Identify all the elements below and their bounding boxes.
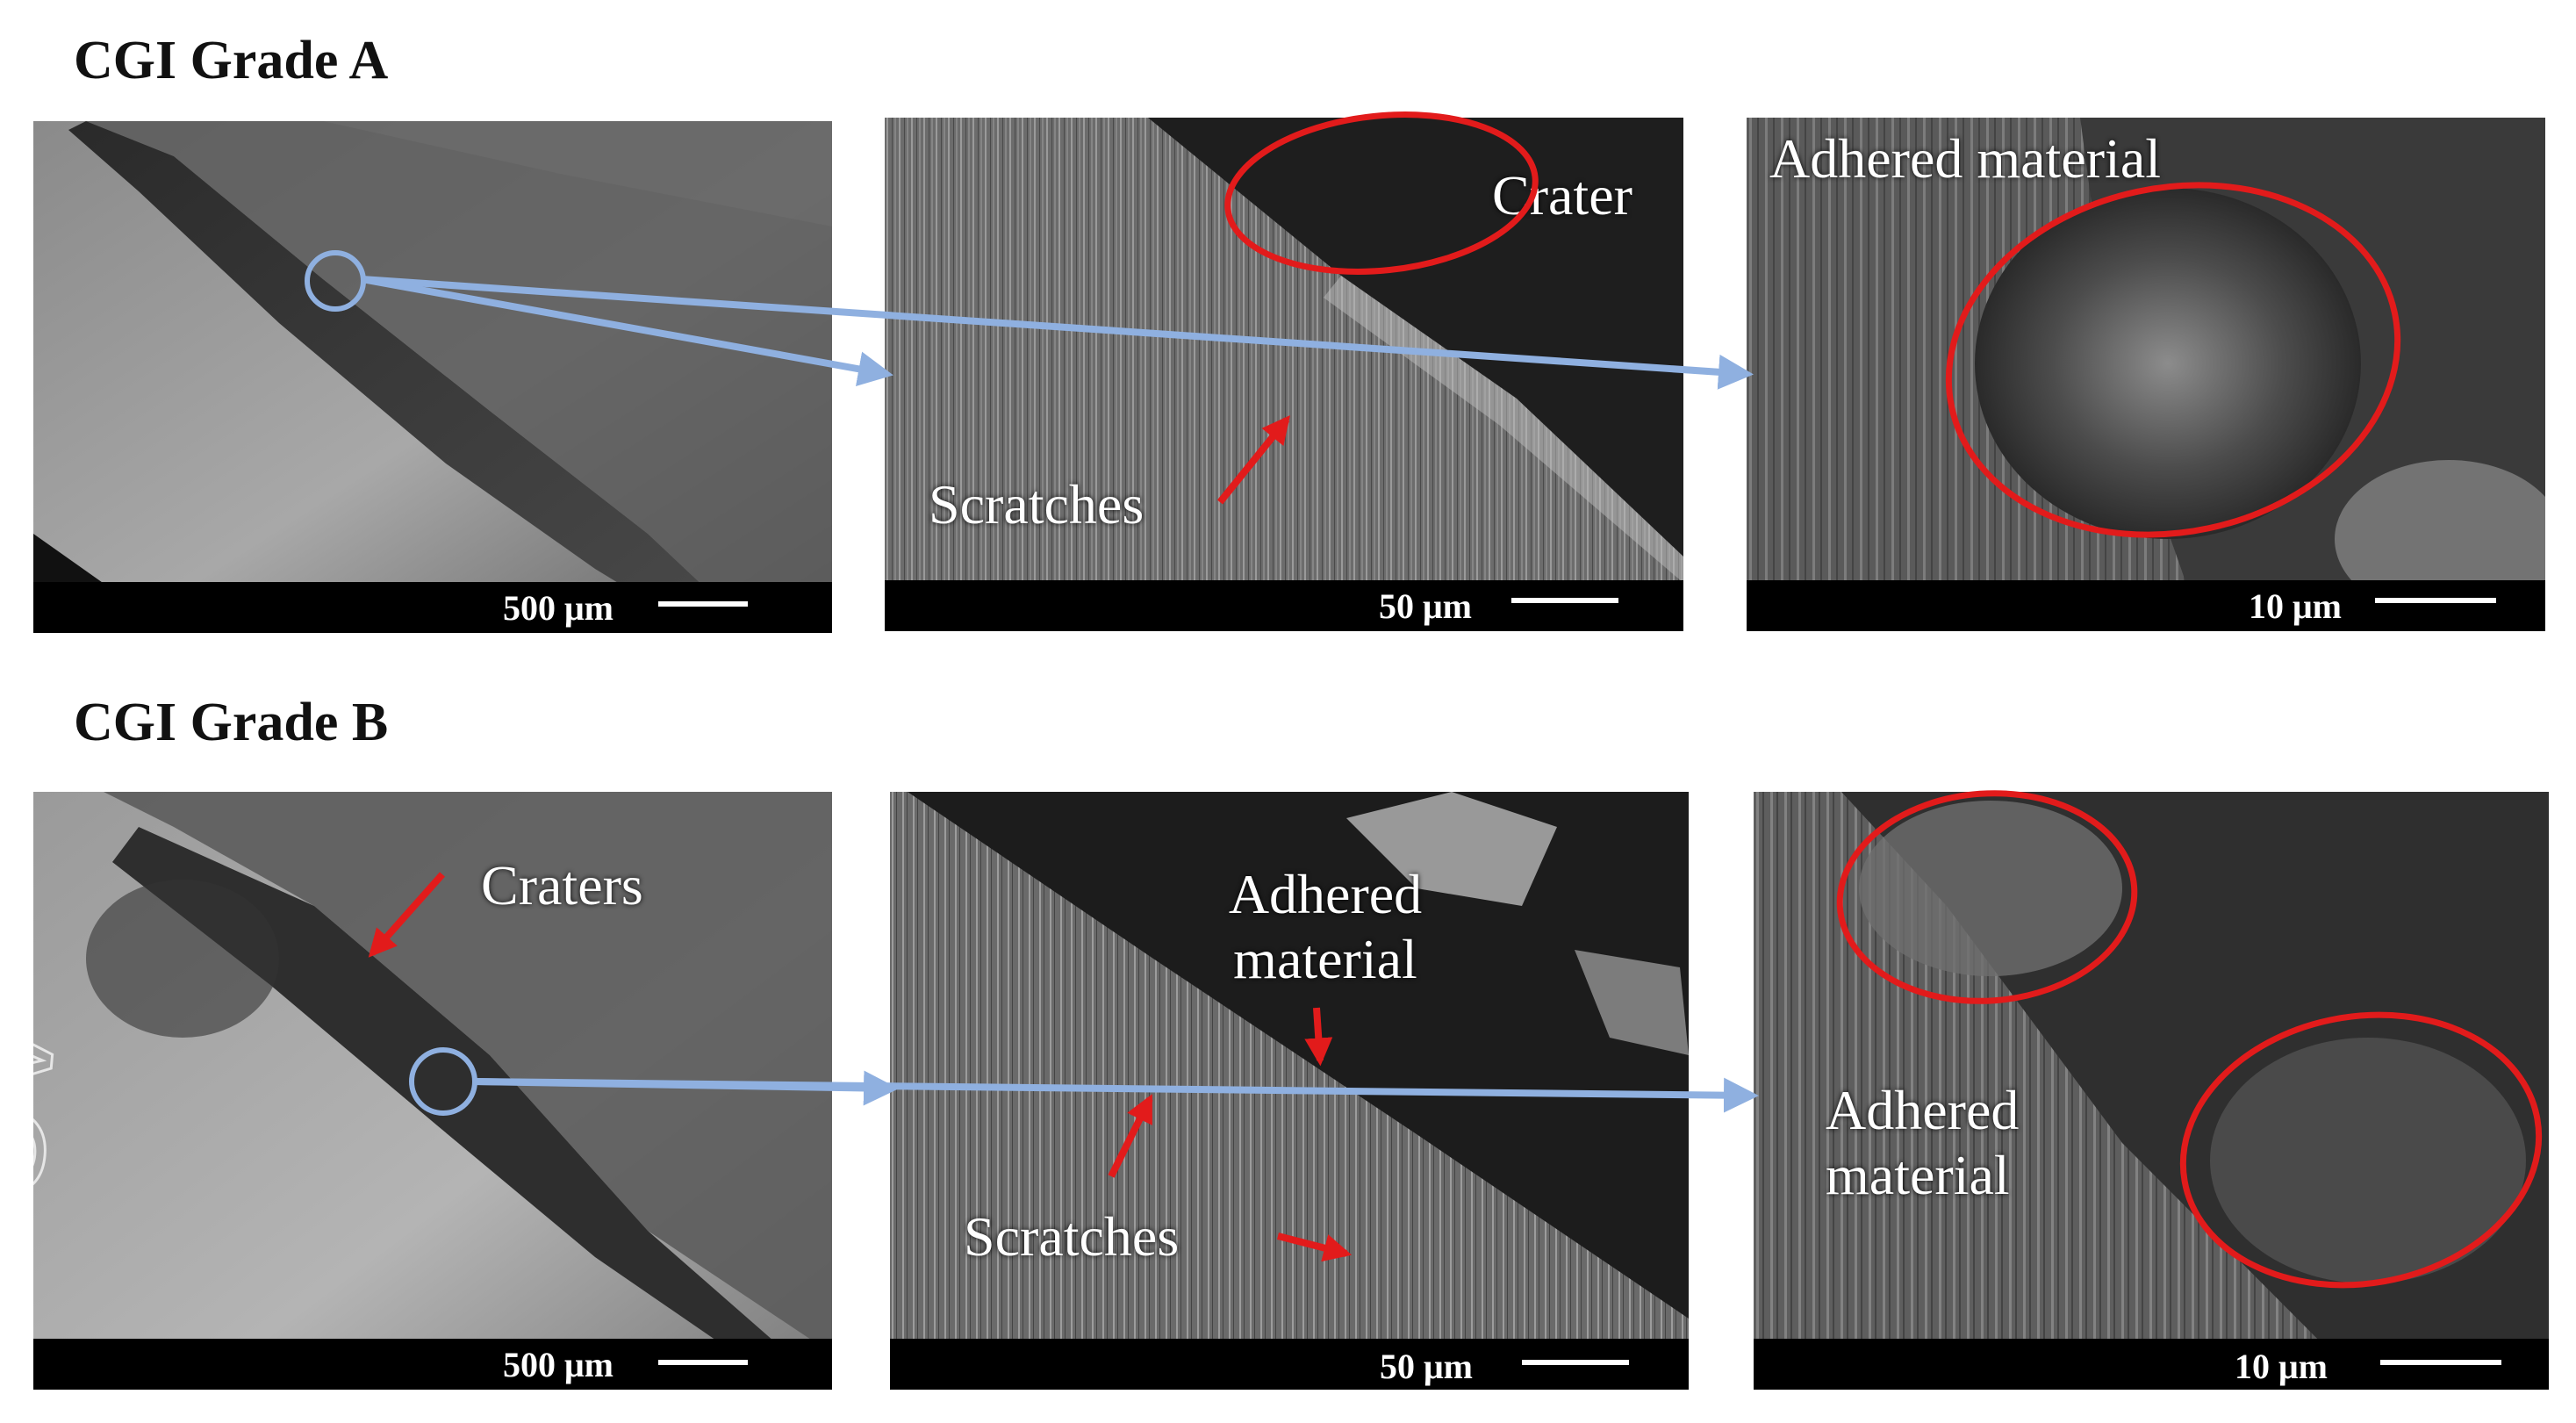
- scale-bar-line: [658, 601, 748, 607]
- annotation-adhered-material: Adhered material: [1769, 127, 2161, 190]
- row-title-grade-b: CGI Grade B: [74, 693, 389, 752]
- scale-bar-line: [1522, 1360, 1629, 1365]
- annotation-scratches: Scratches: [964, 1205, 1180, 1268]
- annotation-crater: Crater: [1492, 164, 1632, 226]
- sem-image-grade-b-500um: AC 500 μm Craters: [33, 792, 832, 1390]
- annotation-craters: Craters: [481, 854, 643, 916]
- scale-bar-line: [1511, 598, 1618, 603]
- sem-image-grade-b-50um: 50 μm Adhered material Scratches: [890, 792, 1689, 1390]
- scale-bar-line: [658, 1360, 748, 1365]
- sem-image-grade-a-10um: 10 μm Adhered material: [1747, 118, 2545, 631]
- scale-label: 10 μm: [2235, 1347, 2328, 1386]
- scale-bar-line: [2380, 1360, 2501, 1365]
- sem-image-grade-a-500um: 500 μm: [33, 121, 832, 633]
- row-title-grade-a: CGI Grade A: [74, 31, 389, 90]
- annotation-scratches: Scratches: [929, 473, 1144, 535]
- annotation-adhered-material: Adhered material: [1228, 863, 1423, 990]
- sem-image-grade-b-10um: 10 μm Adhered material: [1754, 792, 2549, 1390]
- sem-image-grade-a-50um: 50 μm Crater Scratches: [885, 118, 1683, 631]
- scale-label: 500 μm: [503, 588, 614, 628]
- scale-bar-line: [2375, 598, 2496, 603]
- scale-label: 50 μm: [1379, 586, 1472, 626]
- scale-label: 50 μm: [1380, 1347, 1473, 1386]
- scale-label: 500 μm: [503, 1345, 614, 1384]
- scale-label: 10 μm: [2249, 586, 2342, 626]
- annotation-adhered-material: Adhered material: [1826, 1079, 2020, 1206]
